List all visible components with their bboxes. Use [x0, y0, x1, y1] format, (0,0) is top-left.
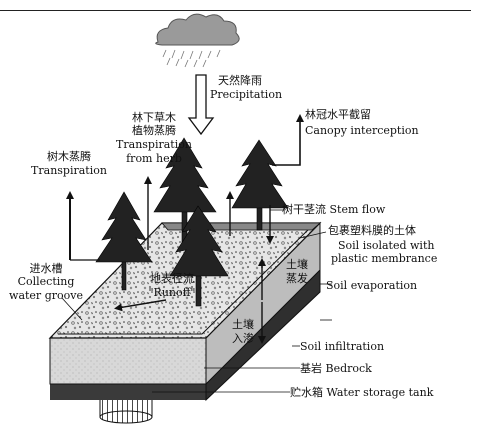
soil-infiltration-en: Soil infiltration [300, 340, 385, 353]
rain-icon [162, 49, 221, 68]
soil-isolated-zh: 包裹塑料膜的土体 [328, 224, 416, 237]
soil-isolated-en-2: plastic membrance [331, 252, 438, 265]
stem-flow-label: 树干茎流 Stem flow [282, 203, 386, 216]
cloud-icon [155, 13, 240, 46]
canopy-interception-en: Canopy interception [305, 124, 419, 137]
soil-block [48, 221, 322, 402]
herb-transpiration-en-1: Transpiration [116, 138, 192, 151]
bedrock-label: 基岩 Bedrock [300, 362, 372, 375]
collecting-groove-en-1: Collecting [17, 275, 75, 288]
soil-infiltration-zh-1: 土壤 [232, 318, 254, 331]
soil-evaporation-zh-1: 土壤 [286, 258, 308, 271]
herb-transpiration-en-2: from herb [126, 152, 182, 165]
soil-evaporation-en: Soil evaporation [326, 279, 418, 292]
water-storage-tank-label: 贮水箱 Water storage tank [290, 386, 434, 399]
top-rule [0, 10, 471, 11]
precipitation-label-zh: 天然降雨 [218, 74, 262, 87]
tree-front [169, 205, 229, 307]
leader-lines [61, 231, 332, 393]
collecting-groove-en-2: water groove [9, 289, 83, 302]
runoff-arrow [114, 299, 167, 312]
canopy-interception-zh: 林冠水平截留 [305, 108, 371, 121]
tree-transpiration-en: Transpiration [31, 164, 107, 177]
soil-evaporation-zh-2: 蒸发 [286, 272, 308, 285]
herb-transpiration-zh-1: 林下草木 [132, 111, 176, 124]
tree-left [95, 191, 153, 291]
herb-transpiration-zh-2: 植物蒸腾 [132, 124, 176, 137]
soil-isolated-en-1: Soil isolated with [338, 239, 435, 252]
precipitation-arrow [187, 74, 215, 136]
precipitation-label-en: Precipitation [210, 88, 283, 101]
runoff-label-zh: 地表径流 [150, 272, 194, 285]
tree-transpiration-zh: 树木蒸腾 [47, 150, 91, 163]
canopy-interception-arrow [272, 114, 304, 166]
tree-right [231, 139, 289, 231]
collecting-groove-zh: 进水槽 [29, 262, 63, 275]
soil-infiltration-zh-2: 入渗 [232, 332, 254, 345]
runoff-label-en: "Runoff" [148, 286, 196, 299]
